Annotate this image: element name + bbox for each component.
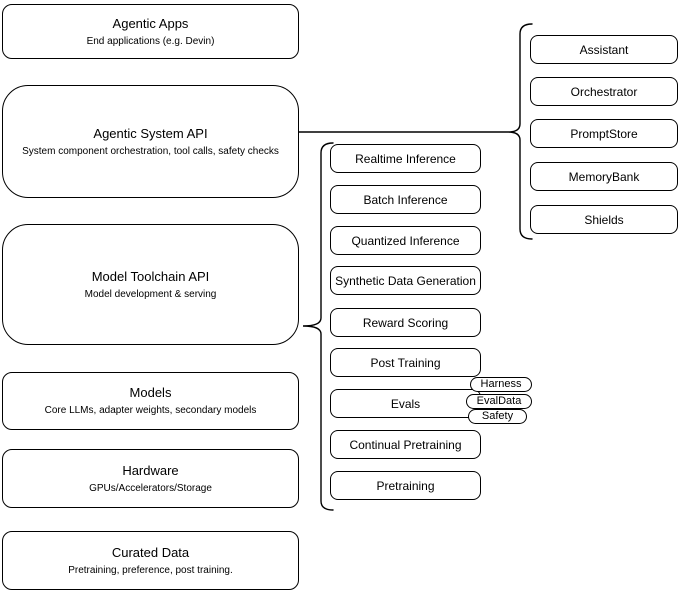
node-label: Reward Scoring — [362, 315, 449, 330]
node-title: Hardware — [122, 462, 179, 478]
node-subtitle: Core LLMs, adapter weights, secondary mo… — [44, 405, 257, 416]
tag-label: EvalData — [476, 395, 522, 407]
node-memorybank: MemoryBank — [530, 162, 678, 191]
node-label: Batch Inference — [363, 192, 448, 207]
node-label: PromptStore — [570, 126, 638, 141]
node-label: Assistant — [579, 42, 629, 57]
node-label: Evals — [390, 396, 421, 411]
node-continual-pretraining: Continual Pretraining — [330, 430, 481, 459]
node-label: Quantized Inference — [351, 233, 460, 248]
node-models: Models Core LLMs, adapter weights, secon… — [2, 372, 299, 430]
node-promptstore: PromptStore — [530, 119, 678, 148]
node-model-toolchain-api: Model Toolchain API Model development & … — [2, 224, 299, 345]
node-batch-inference: Batch Inference — [330, 185, 481, 214]
node-title: Agentic System API — [93, 125, 208, 141]
node-label: Orchestrator — [570, 84, 638, 99]
tag-evaldata: EvalData — [466, 394, 532, 409]
node-subtitle: System component orchestration, tool cal… — [22, 145, 279, 157]
node-label: MemoryBank — [568, 169, 640, 184]
node-label: Post Training — [370, 355, 441, 370]
node-evals: Evals — [330, 389, 481, 418]
tag-label: Safety — [481, 410, 514, 422]
node-quantized-inference: Quantized Inference — [330, 226, 481, 255]
node-pretraining: Pretraining — [330, 471, 481, 500]
node-agentic-system-api: Agentic System API System component orch… — [2, 85, 299, 198]
node-label: Shields — [584, 212, 624, 227]
node-label: Synthetic Data Generation — [335, 273, 476, 288]
tag-safety: Safety — [468, 409, 527, 424]
node-title: Agentic Apps — [112, 15, 189, 31]
node-curated-data: Curated Data Pretraining, preference, po… — [2, 531, 299, 590]
node-label: Realtime Inference — [355, 151, 456, 166]
toolchain-brace — [302, 142, 334, 511]
node-title: Models — [129, 385, 172, 400]
node-label: Continual Pretraining — [349, 437, 462, 452]
node-realtime-inference: Realtime Inference — [330, 144, 481, 173]
node-title: Curated Data — [111, 544, 190, 560]
node-orchestrator: Orchestrator — [530, 77, 678, 106]
node-shields: Shields — [530, 205, 678, 234]
node-assistant: Assistant — [530, 35, 678, 64]
node-hardware: Hardware GPUs/Accelerators/Storage — [2, 449, 299, 508]
node-subtitle: GPUs/Accelerators/Storage — [89, 482, 212, 494]
node-post-training: Post Training — [330, 348, 481, 377]
node-agentic-apps: Agentic Apps End applications (e.g. Devi… — [2, 4, 299, 59]
node-subtitle: Pretraining, preference, post training. — [68, 564, 233, 576]
node-reward-scoring: Reward Scoring — [330, 308, 481, 337]
node-subtitle: End applications (e.g. Devin) — [86, 35, 215, 47]
node-title: Model Toolchain API — [91, 268, 210, 284]
tag-harness: Harness — [470, 377, 532, 392]
node-label: Pretraining — [376, 478, 435, 493]
node-subtitle: Model development & serving — [84, 288, 217, 300]
system-components-brace — [507, 23, 533, 240]
tag-label: Harness — [480, 378, 522, 390]
node-synthetic-data-generation: Synthetic Data Generation — [330, 266, 481, 295]
